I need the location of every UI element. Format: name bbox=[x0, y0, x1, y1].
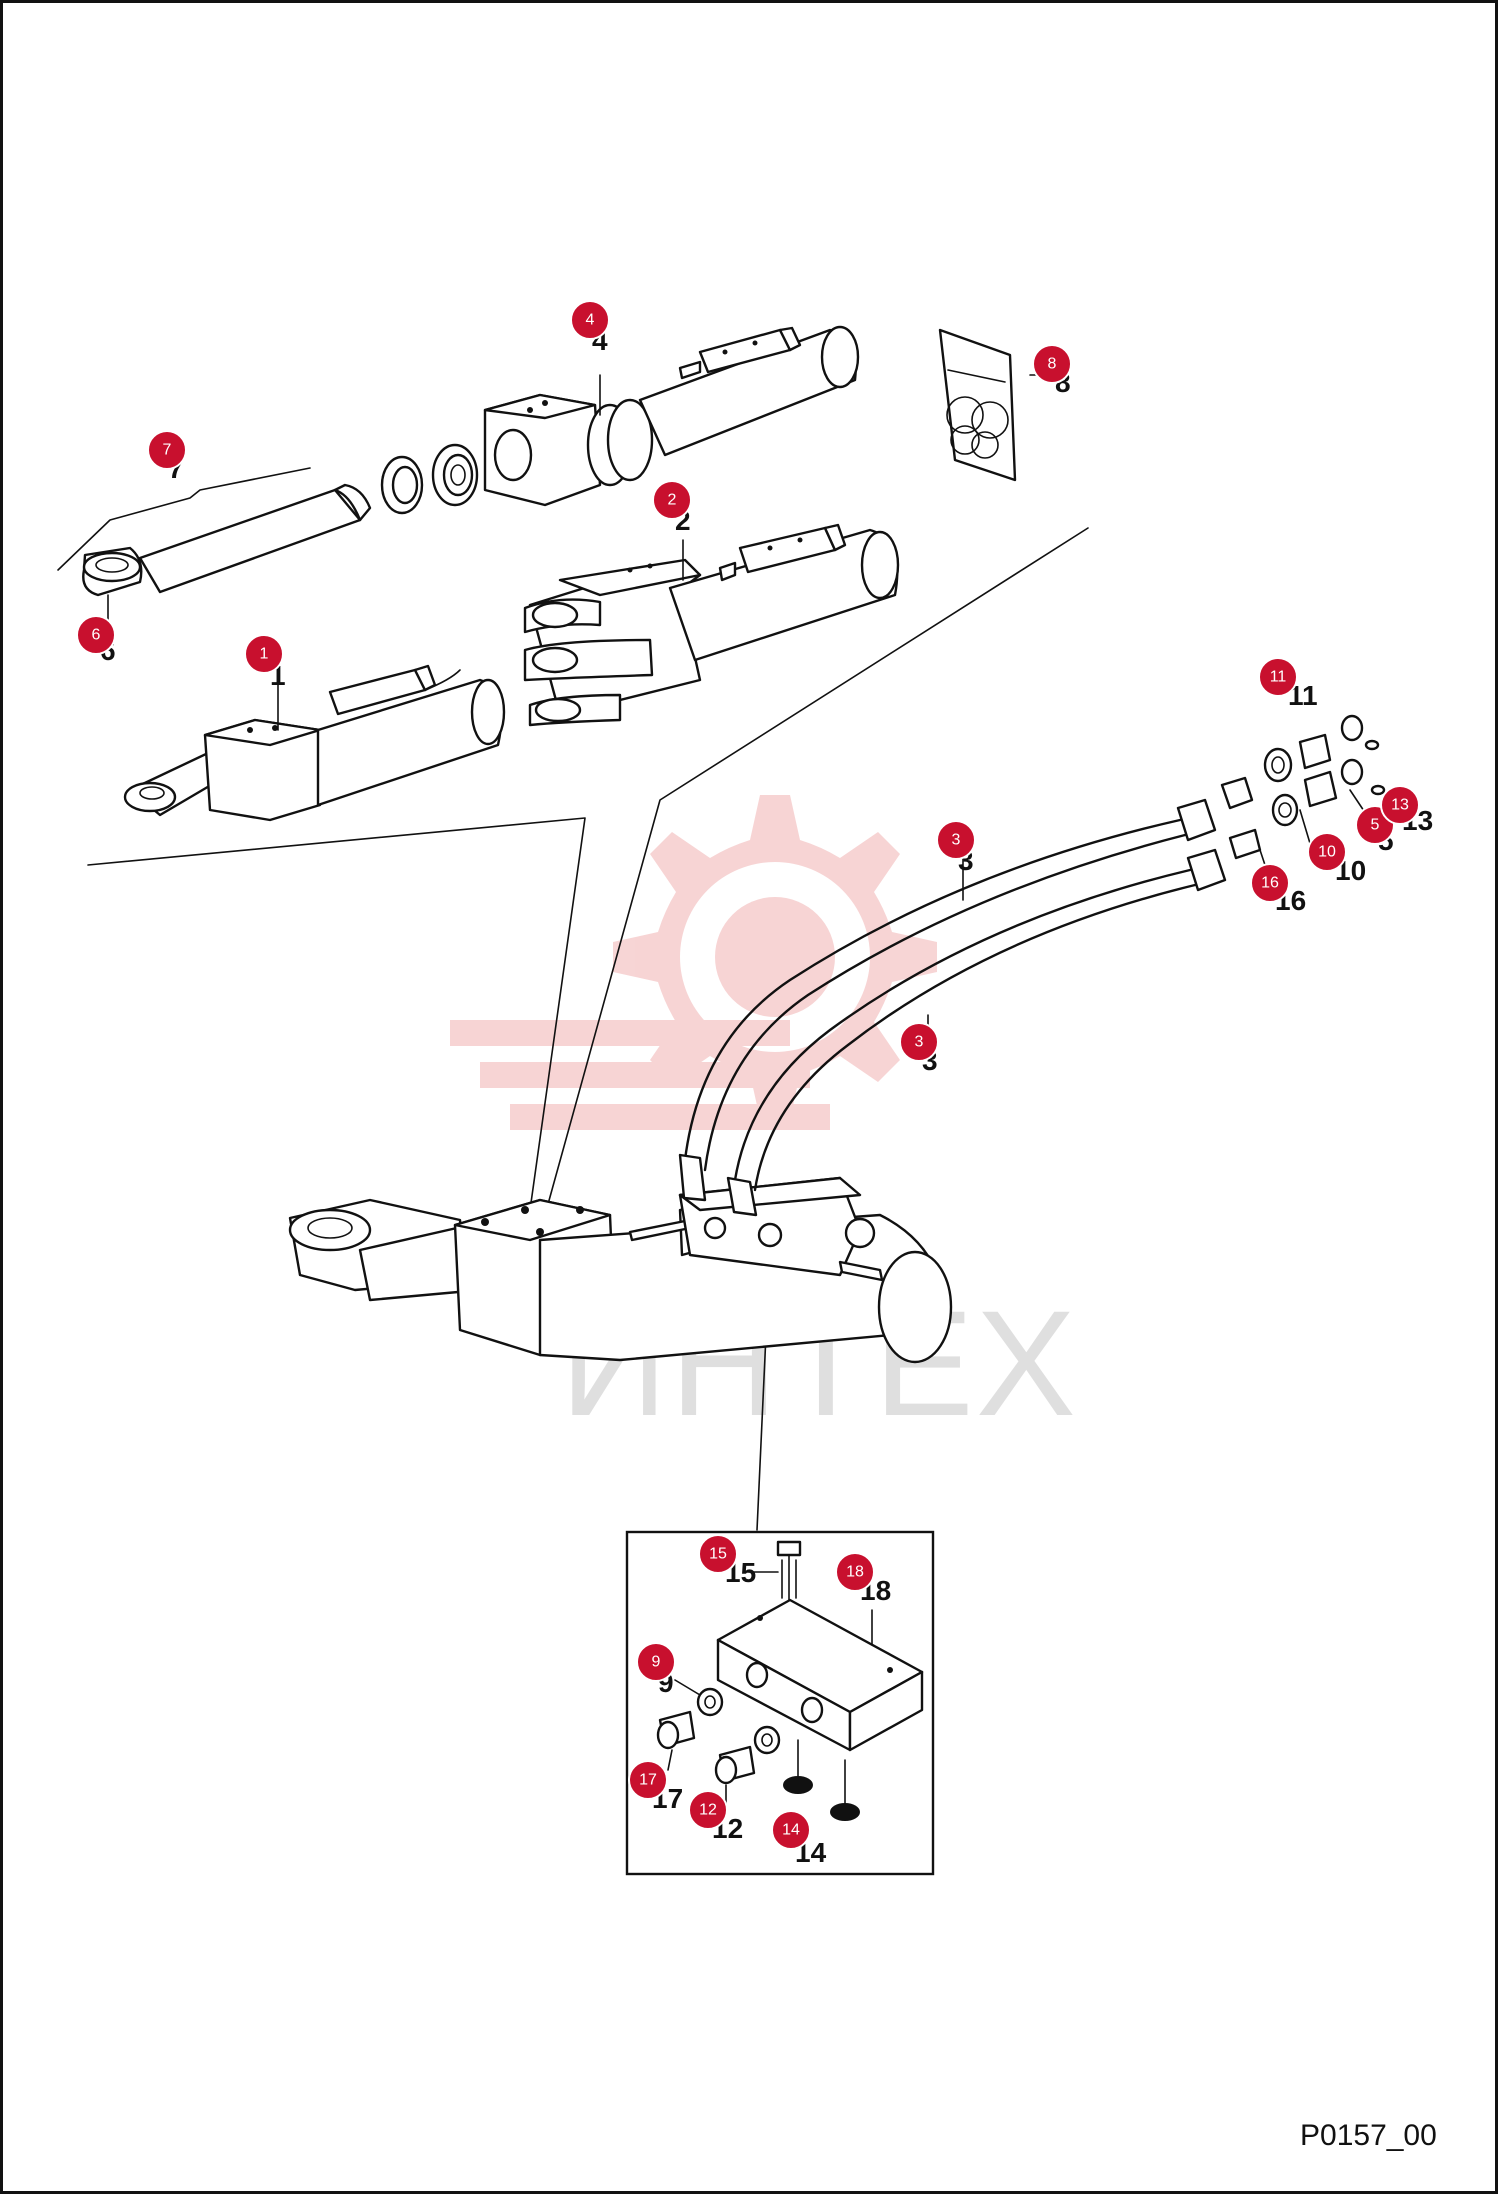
svg-text:11: 11 bbox=[1270, 669, 1287, 686]
svg-text:3: 3 bbox=[952, 832, 961, 849]
svg-text:18: 18 bbox=[846, 1564, 864, 1581]
callout-badge-17[interactable]: 17 bbox=[628, 1760, 668, 1800]
callout-badge-11[interactable]: 11 bbox=[1258, 657, 1298, 697]
callout-badge-9[interactable]: 9 bbox=[636, 1642, 676, 1682]
cylinder-complete-small bbox=[123, 664, 506, 822]
callout-badge-1[interactable]: 1 bbox=[244, 634, 284, 674]
valve-block-detail bbox=[656, 1540, 924, 1821]
svg-text:14: 14 bbox=[782, 1822, 800, 1839]
callout-badge-13[interactable]: 13 bbox=[1380, 785, 1420, 825]
svg-text:3: 3 bbox=[915, 1034, 924, 1051]
callout-badge-7[interactable]: 7 bbox=[147, 430, 187, 470]
callout-badges: 1 2 3 3 4 5 6 7 8 9 10 11 12 13 14 15 16… bbox=[76, 300, 1420, 1850]
callout-badge-3a[interactable]: 3 bbox=[936, 820, 976, 860]
watermark-logo bbox=[450, 795, 937, 1130]
svg-text:8: 8 bbox=[1048, 356, 1057, 373]
svg-text:15: 15 bbox=[709, 1546, 727, 1563]
svg-text:16: 16 bbox=[1261, 875, 1279, 892]
svg-text:10: 10 bbox=[1318, 844, 1336, 861]
callout-badge-15[interactable]: 15 bbox=[698, 1534, 738, 1574]
callout-badge-16[interactable]: 16 bbox=[1250, 863, 1290, 903]
callout-badge-8[interactable]: 8 bbox=[1032, 344, 1072, 384]
cylinder-barrel-top bbox=[638, 325, 860, 457]
callout-badge-12[interactable]: 12 bbox=[688, 1790, 728, 1830]
svg-text:4: 4 bbox=[586, 312, 595, 329]
callout-badge-18[interactable]: 18 bbox=[835, 1552, 875, 1592]
piston-rod bbox=[57, 467, 372, 597]
callout-badge-4[interactable]: 4 bbox=[570, 300, 610, 340]
svg-text:2: 2 bbox=[668, 492, 677, 509]
cylinder-head-gland bbox=[483, 393, 654, 507]
rod-seal-kit bbox=[380, 443, 479, 515]
svg-text:5: 5 bbox=[1371, 817, 1380, 834]
valve-block-mounted bbox=[628, 1176, 884, 1282]
callout-badge-2[interactable]: 2 bbox=[652, 480, 692, 520]
callout-badge-6[interactable]: 6 bbox=[76, 615, 116, 655]
drawing-code: P0157_00 bbox=[1300, 2119, 1437, 2152]
cylinder-clevis-assembly bbox=[523, 523, 900, 727]
svg-text:13: 13 bbox=[1391, 797, 1409, 814]
svg-text:6: 6 bbox=[92, 627, 101, 644]
callout-badge-14[interactable]: 14 bbox=[771, 1810, 811, 1850]
callout-badge-3b[interactable]: 3 bbox=[899, 1022, 939, 1062]
svg-text:17: 17 bbox=[639, 1772, 657, 1789]
seal-kit-package bbox=[938, 328, 1017, 482]
hose-fittings-set bbox=[1220, 714, 1386, 860]
hydraulic-hoses bbox=[678, 798, 1227, 1217]
svg-text:9: 9 bbox=[652, 1654, 661, 1671]
svg-text:1: 1 bbox=[260, 646, 269, 663]
svg-text:7: 7 bbox=[163, 442, 172, 459]
svg-text:12: 12 bbox=[699, 1802, 717, 1819]
callout-badge-10[interactable]: 10 bbox=[1307, 832, 1347, 872]
